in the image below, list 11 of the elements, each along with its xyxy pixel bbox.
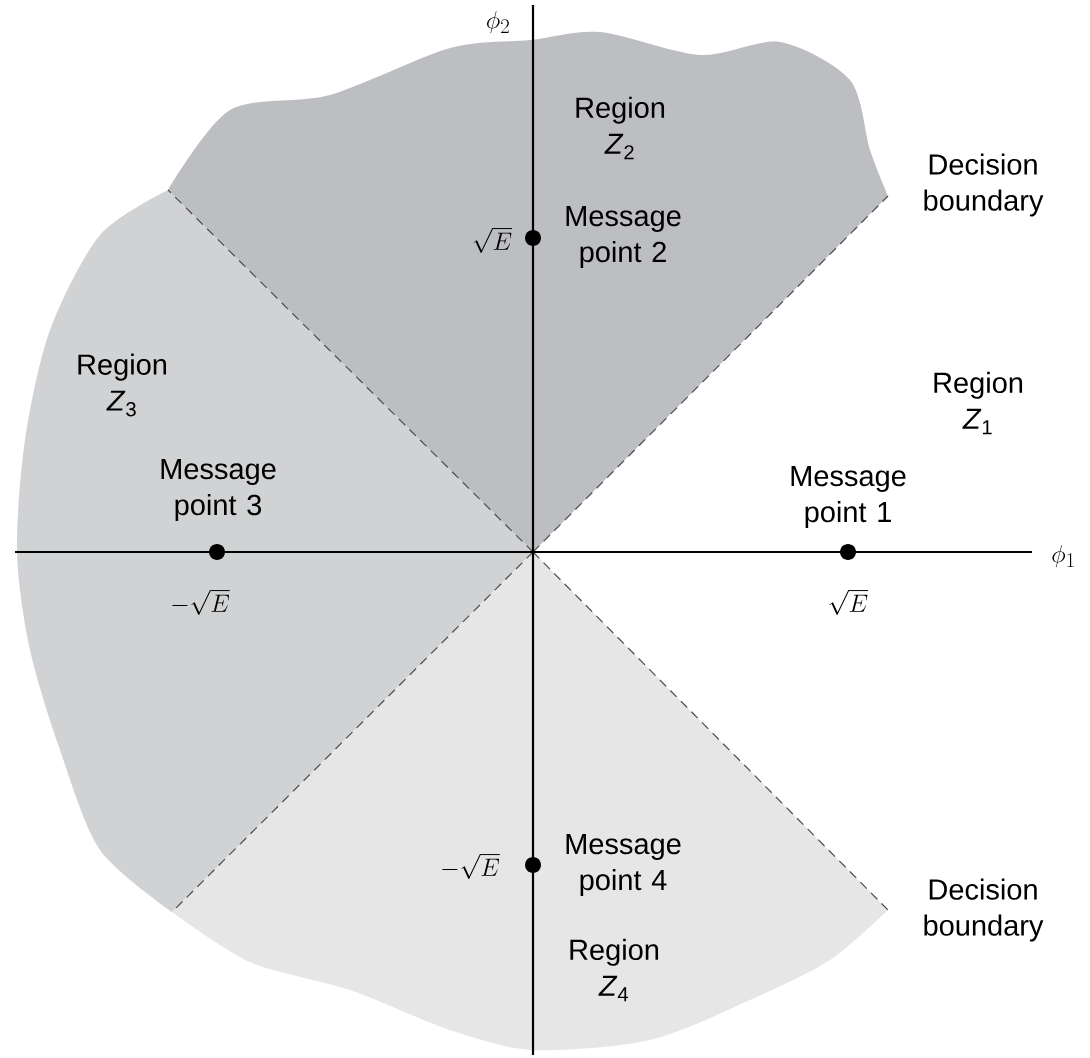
annotation-text: Decision boundary <box>924 878 1044 942</box>
axis-value-label: $\phi_2$ <box>486 10 509 34</box>
axis-value-label: $\sqrt{E}$ <box>829 590 869 615</box>
annotation-text: Message point 2 <box>566 206 681 268</box>
axis-value-label: $-\sqrt{E}$ <box>442 854 500 879</box>
axis-value-label: $-\sqrt{E}$ <box>172 590 230 615</box>
region-label: Region Z$_{1}$ <box>934 371 1023 435</box>
axis-value-label: $\sqrt{E}$ <box>473 228 513 253</box>
axis-value-label: $\phi_1$ <box>1052 544 1074 568</box>
annotation-text: Message point 4 <box>566 834 681 896</box>
annotation-text: Decision boundary <box>924 153 1044 217</box>
